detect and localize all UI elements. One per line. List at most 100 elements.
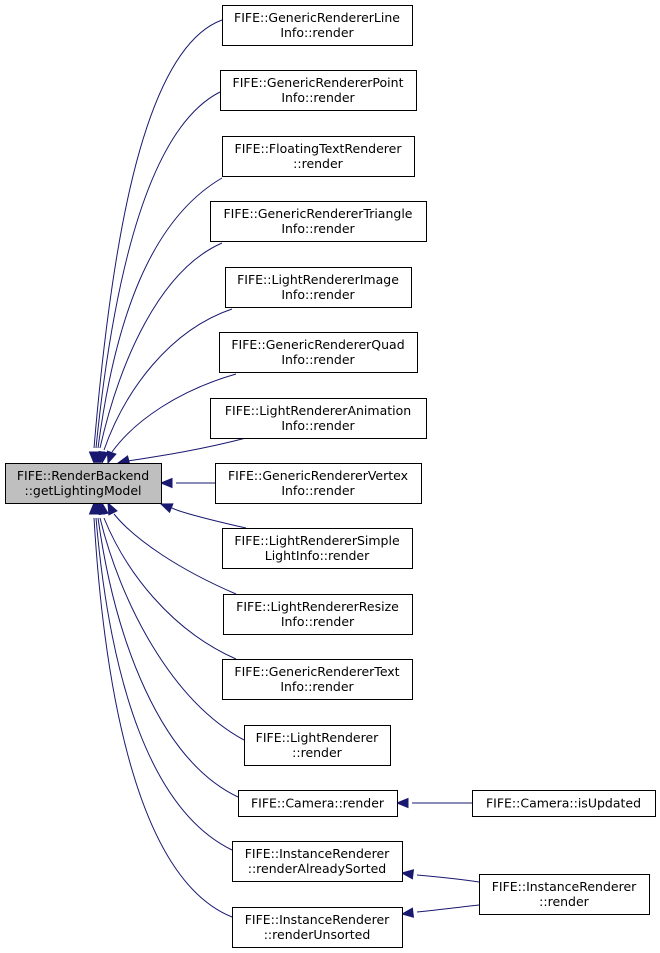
- arrowhead-icon: [106, 450, 117, 465]
- arrowhead-icon: [98, 450, 109, 465]
- node-n12[interactable]: FIFE::LightRenderer::render: [244, 725, 391, 766]
- node-label-line: FIFE::GenericRendererPoint: [233, 75, 404, 90]
- node-label-line: LightInfo::render: [265, 548, 370, 563]
- node-n9[interactable]: FIFE::LightRendererSimpleLightInfo::rend…: [222, 528, 413, 569]
- node-box: [215, 463, 422, 504]
- edge-n6-to-root: [106, 373, 237, 465]
- node-label-line: ::getLightingModel: [24, 483, 141, 498]
- node-label-line: FIFE::GenericRendererLine: [234, 10, 400, 25]
- node-label-line: Info::render: [281, 287, 355, 302]
- edge-n16-to-n13: [395, 797, 472, 809]
- arrowhead-icon: [400, 907, 415, 918]
- edge-line: [99, 517, 245, 741]
- node-n16[interactable]: FIFE::Camera::isUpdated: [472, 790, 656, 817]
- edge-n17-to-n15: [400, 904, 480, 918]
- edge-line: [171, 507, 247, 529]
- node-box: [232, 841, 403, 882]
- node-label-line: ::renderAlreadySorted: [248, 861, 386, 876]
- edge-line: [95, 517, 233, 851]
- node-box: [210, 201, 427, 242]
- node-label-line: Info::render: [281, 90, 355, 105]
- edge-n9-to-root: [159, 503, 247, 529]
- node-box: [238, 790, 398, 817]
- node-box: [222, 136, 415, 177]
- edge-line: [127, 437, 247, 462]
- edge-line: [93, 517, 233, 918]
- node-box: [222, 5, 413, 46]
- node-n17[interactable]: FIFE::InstanceRenderer::render: [479, 874, 650, 915]
- node-label-line: ::render: [292, 745, 343, 760]
- arrowhead-icon: [159, 477, 173, 489]
- node-box: [220, 70, 417, 111]
- node-label-line: Info::render: [281, 352, 355, 367]
- edge-line: [103, 308, 233, 451]
- node-label-line: FIFE::RenderBackend: [17, 468, 149, 483]
- edge-n12-to-root: [94, 501, 245, 741]
- edge-n10-to-root: [107, 501, 237, 595]
- node-box: [222, 659, 413, 700]
- edge-n7-to-root: [116, 437, 247, 466]
- node-label-line: Info::render: [281, 221, 355, 236]
- node-label-line: FIFE::LightRendererAnimation: [225, 403, 411, 418]
- node-label-line: FIFE::LightRendererImage: [237, 272, 399, 287]
- node-label-line: FIFE::Camera::render: [251, 796, 385, 811]
- arrowhead-icon: [400, 869, 415, 880]
- edge-line: [99, 242, 223, 449]
- arrowhead-icon: [88, 501, 100, 515]
- edge-n5-to-root: [98, 308, 233, 465]
- edge-n1-to-root: [88, 19, 223, 465]
- node-box: [5, 463, 162, 504]
- node-label-line: FIFE::GenericRendererVertex: [228, 468, 408, 483]
- node-label-line: FIFE::GenericRendererTriangle: [223, 206, 412, 221]
- edge-line: [97, 517, 239, 798]
- node-box: [223, 594, 413, 635]
- node-box: [222, 528, 413, 569]
- edges-layer: [88, 19, 480, 918]
- node-label-line: FIFE::InstanceRenderer: [245, 846, 390, 861]
- root-node[interactable]: FIFE::RenderBackend::getLightingModel: [5, 463, 162, 504]
- node-label-line: Info::render: [281, 483, 355, 498]
- node-label-line: FIFE::GenericRendererText: [234, 664, 399, 679]
- node-n4[interactable]: FIFE::GenericRendererTriangleInfo::rende…: [210, 201, 427, 242]
- node-label-line: FIFE::Camera::isUpdated: [486, 796, 641, 811]
- node-label-line: ::render: [293, 156, 344, 171]
- nodes-layer: FIFE::RenderBackend::getLightingModelFIF…: [5, 5, 656, 948]
- edge-n17-to-n14: [400, 869, 480, 883]
- node-box: [232, 907, 403, 948]
- node-label-line: FIFE::LightRenderer: [256, 730, 379, 745]
- edge-n8-to-root: [159, 477, 215, 489]
- edge-line: [95, 91, 221, 449]
- node-label-line: FIFE::InstanceRenderer: [245, 912, 390, 927]
- node-box: [219, 332, 418, 373]
- node-label-line: FIFE::LightRendererSimple: [234, 533, 400, 548]
- node-box: [225, 267, 412, 308]
- node-box: [210, 398, 427, 439]
- edge-line: [416, 874, 480, 883]
- node-label-line: ::renderUnsorted: [264, 927, 371, 942]
- node-label-line: Info::render: [281, 418, 355, 433]
- edge-line: [111, 373, 237, 453]
- node-n14[interactable]: FIFE::InstanceRenderer::renderAlreadySor…: [232, 841, 403, 882]
- arrowhead-icon: [107, 501, 118, 516]
- node-n3[interactable]: FIFE::FloatingTextRenderer::render: [222, 136, 415, 177]
- edge-line: [416, 904, 480, 913]
- node-label-line: FIFE::InstanceRenderer: [492, 879, 637, 894]
- node-label-line: Info::render: [280, 679, 354, 694]
- node-label-line: FIFE::LightRendererResize: [236, 599, 399, 614]
- node-n15[interactable]: FIFE::InstanceRenderer::renderUnsorted: [232, 907, 403, 948]
- node-n13[interactable]: FIFE::Camera::render: [238, 790, 398, 817]
- node-label-line: FIFE::GenericRendererQuad: [231, 337, 404, 352]
- node-box: [479, 874, 650, 915]
- edge-n3-to-root: [92, 177, 223, 465]
- edge-line: [103, 517, 237, 660]
- node-label-line: Info::render: [281, 614, 355, 629]
